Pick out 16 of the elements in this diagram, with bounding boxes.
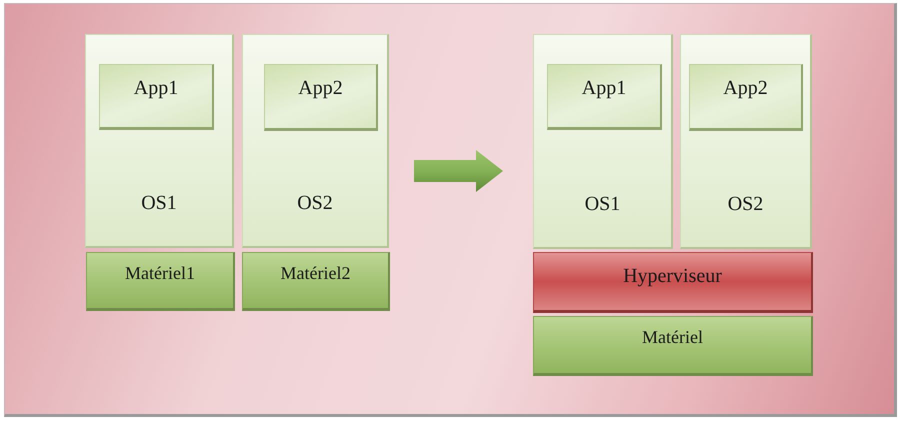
app-box: App2 [264,64,378,131]
app-box: App1 [99,64,214,130]
os-layer [242,34,389,248]
layer-label: OS2 [728,192,764,216]
os-layer [85,34,234,248]
app-box: App1 [547,64,662,130]
hardware-bar: Matériel2 [242,252,390,311]
layer-label: OS1 [141,191,177,215]
layer-label: OS2 [297,191,333,215]
hardware-bar: Matériel1 [86,252,235,311]
app-box: App2 [689,64,803,131]
layer-label: OS1 [584,192,620,216]
os-layer [533,34,673,249]
os-layer [680,34,812,249]
hypervisor-bar: Hyperviseur [533,252,813,313]
hardware-bar: Matériel [533,316,813,376]
